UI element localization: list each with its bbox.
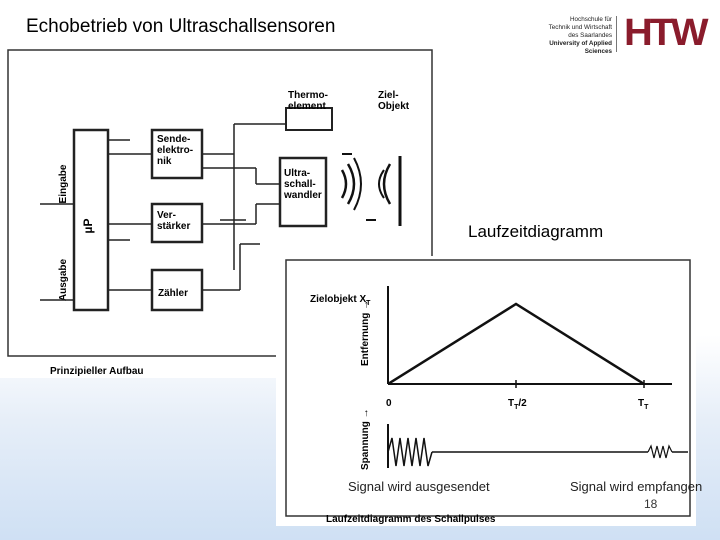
transducer-label-2: schall- [284, 179, 316, 190]
distance-triangle [387, 302, 645, 386]
svg-text:Ziel- Objekt: Ziel- Objekt [378, 90, 410, 112]
counter-label: Zähler [158, 288, 188, 299]
sender-label-1: Sende- [157, 134, 190, 145]
tick-full: TT [638, 398, 649, 411]
amplifier-label-2: stärker [157, 221, 190, 232]
cpu-label: µP [81, 219, 95, 234]
tick-half: TT/2 [508, 398, 527, 411]
sender-label-2: elektro- [157, 145, 193, 156]
thermo-label-2: element [288, 101, 326, 112]
block-diagram-svg: µP Eingabe Ausgabe Sende- elektro- nik V… [7, 49, 433, 377]
svg-text:Ver- stärker: Ver- stärker [157, 210, 190, 232]
annotation-received: Signal wird empfangen [570, 479, 703, 494]
svg-text:Sende- elektro- ni: Sende- elektro- nik [157, 134, 196, 167]
logo-mark: HTW [624, 12, 709, 54]
transducer-label-3: wandler [283, 190, 322, 201]
slide-title: Echobetrieb von Ultraschallsensoren [26, 16, 336, 37]
annotation-sent: Signal wird ausgesendet [348, 479, 490, 494]
svg-text:Ultra- schall- wan: Ultra- schall- wandler [283, 168, 322, 201]
voltage-axis-label: Spannung → [360, 408, 371, 470]
distance-axis-label: Entfernung → [360, 300, 371, 366]
amplifier-block [150, 202, 204, 244]
tick-origin: 0 [386, 398, 392, 409]
timing-diagram-figure: Zielobjekt XT Entfernung → Spannung → 0 … [276, 256, 696, 526]
logo-line-2: Technik und Wirtschaft [548, 24, 612, 31]
input-label: Eingabe [58, 164, 69, 203]
target-axis-label: Zielobjekt XT [310, 294, 371, 307]
thermo-label-1: Thermo- [288, 90, 328, 101]
svg-text:Thermo- element: Thermo- element [288, 90, 331, 112]
output-label: Ausgabe [58, 258, 69, 301]
sender-label-3: nik [157, 156, 172, 167]
logo-text: Hochschule für Technik und Wirtschaft de… [532, 16, 612, 56]
page-number: 18 [644, 497, 658, 511]
amplifier-label-1: Ver- [157, 210, 176, 221]
timing-caption: Laufzeitdiagramm des Schallpulses [326, 514, 496, 525]
block-diagram-figure: µP Eingabe Ausgabe Sende- elektro- nik V… [0, 44, 440, 378]
sent-pulse [387, 437, 433, 467]
htw-logo: Hochschule für Technik und Wirtschaft de… [532, 12, 709, 56]
logo-line-3: des Saarlandes [568, 32, 612, 39]
thermo-block [285, 107, 333, 131]
cpu-block [72, 128, 110, 312]
target-label-2: Objekt [378, 101, 410, 112]
logo-line-1: Hochschule für [570, 16, 612, 23]
block-diagram-caption: Prinzipieller Aufbau [50, 366, 144, 377]
received-pulse [647, 444, 673, 459]
logo-line-4: University of Applied Sciences [549, 40, 612, 55]
timing-diagram-svg: Zielobjekt XT Entfernung → Spannung → 0 … [285, 259, 691, 525]
transducer-block [278, 156, 328, 228]
timing-heading: Laufzeitdiagramm [468, 222, 604, 241]
target-label-1: Ziel- [378, 90, 399, 101]
transducer-label-1: Ultra- [284, 168, 310, 179]
